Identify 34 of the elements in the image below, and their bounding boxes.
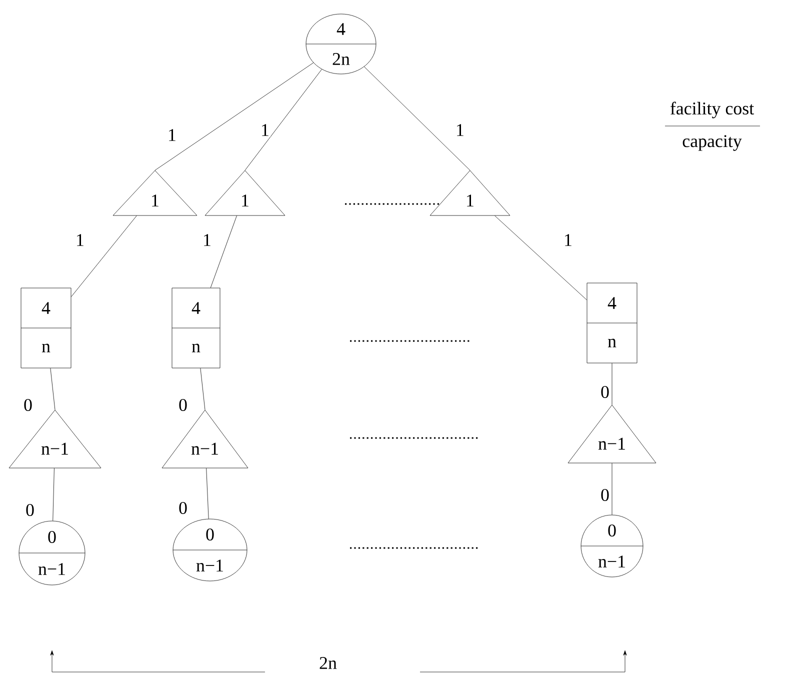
edge-label: 0 (24, 502, 36, 518)
split-box: 4 n (20, 288, 72, 368)
connector (50, 368, 56, 410)
triangle-node: 1 (430, 170, 510, 216)
connector (154, 62, 314, 170)
edge-label: 0 (178, 398, 188, 412)
triangle-node: n−1 (162, 410, 248, 468)
triangle-node: 1 (112, 170, 198, 216)
edge-label: 1 (166, 128, 178, 142)
triangle-node: 1 (204, 170, 286, 216)
edge-label: 0 (178, 500, 188, 516)
edge-label: 0 (600, 488, 610, 502)
fraction-label: capacity (682, 135, 742, 151)
triangle-node: n−1 (568, 404, 656, 464)
edge-label: 1 (562, 233, 574, 247)
connector (364, 66, 470, 170)
triangle-node: n−1 (8, 410, 102, 468)
connector (52, 468, 54, 521)
edge-label: 1 (454, 123, 466, 137)
edge-label: 1 (260, 123, 270, 137)
edge-label: 1 (74, 233, 86, 247)
connector (206, 468, 209, 520)
fraction-label: facility cost (670, 102, 754, 118)
connector (200, 368, 206, 410)
edge-label: 0 (22, 398, 34, 412)
connector (210, 216, 237, 288)
connector (71, 216, 137, 297)
split-box: 4 n (586, 282, 638, 364)
connector (494, 216, 587, 300)
connector (244, 69, 322, 170)
dimension-label: 2n (320, 657, 337, 669)
edge-label: 0 (600, 384, 610, 400)
edge-label: 1 (202, 233, 212, 247)
split-box: 4 n (172, 288, 220, 368)
